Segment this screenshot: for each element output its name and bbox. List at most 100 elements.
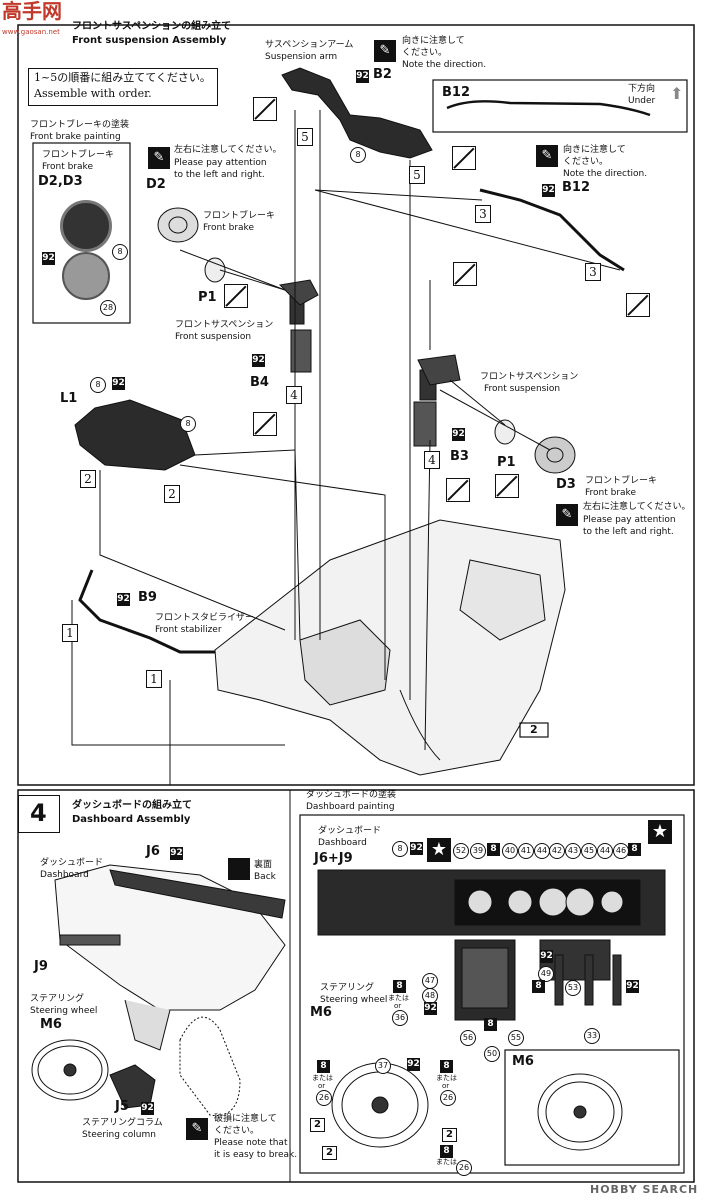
order-note-en: Assemble with order. [34,87,152,100]
brake-box-label-en: Front brake [42,162,93,172]
star-icon: ★ [427,838,451,862]
back-side-icon [228,858,250,880]
part-number: 53 [565,980,581,996]
brake-rotor-illustration [62,252,110,300]
lr-caution-en1: Please pay attention [174,158,267,168]
step-2: 2 [164,485,180,503]
step-4: 4 [286,386,302,404]
color-badge-92: 92 [170,847,183,860]
color-circle-8: 8 [392,841,408,857]
stabilizer-en: Front stabilizer [155,625,222,635]
part-number: 37 [375,1058,391,1074]
step-1: 1 [62,624,78,642]
part-number: 26 [440,1090,456,1106]
part-number: 56 [460,1030,476,1046]
section3-title-jp: フロントサスペンションの組み立て [72,21,232,32]
step-5: 5 [409,166,425,184]
color-badge-8: 8 [532,980,545,993]
no-cement-icon [452,146,476,170]
color-box-2: 2 [442,1128,457,1142]
step-2: 2 [80,470,96,488]
under-en: Under [628,96,656,106]
back-en: Back [254,872,276,882]
break-caution-jp1: 破損に注意して [214,1114,277,1124]
lr-caution-right-jp: 左右に注意してください。 [583,502,691,512]
or-jp: または [312,1074,333,1082]
steering-right-jp: ステアリング [320,983,375,993]
color-badge-92: 92 [542,184,555,197]
gauge-number: 52 [453,843,469,859]
no-cement-icon [253,412,277,436]
part-b12: B12 [562,180,590,195]
gauge-number: 39 [470,843,486,859]
color-circle-8: 8 [90,377,106,393]
brake-box-parts: D2,D3 [38,174,83,189]
break-caution-jp2: ください。 [214,1126,260,1136]
gauge-number: 44 [597,843,613,859]
front-brake-right-jp: フロントブレーキ [585,476,658,486]
no-cement-icon [626,293,650,317]
brake-disc-illustration [60,200,112,252]
color-circle-28: 28 [100,300,116,316]
part-d2: D2 [146,177,166,192]
part-number: 26 [316,1090,332,1106]
caution-icon: ✎ [374,40,396,62]
dir-caution-en-right: Note the direction. [563,169,648,179]
part-b12-detail: B12 [442,85,470,100]
color-badge-92: 92 [540,950,553,963]
star-icon: ★ [648,820,672,844]
gauge-number: 46 [613,843,629,859]
color-circle-8: 8 [112,244,128,260]
or-en: or [442,1082,450,1090]
brake-paint-jp: フロントブレーキの塗装 [30,120,130,130]
part-p1-right: P1 [497,455,516,470]
or-en: or [394,1002,402,1010]
front-susp-jp: フロントサスペンション [175,320,274,330]
caution-icon: ✎ [148,147,170,169]
section3-title-en: Front suspension Assembly [72,35,227,46]
part-number: 26 [456,1160,472,1176]
part-p1: P1 [198,290,217,305]
color-badge-92: 92 [112,377,125,390]
brake-paint-en: Front brake painting [30,132,121,142]
no-cement-icon [224,284,248,308]
front-susp-right-jp: フロントサスペンション [480,372,579,382]
section4-number: 4 [30,799,47,827]
part-m6-right: M6 [310,1005,332,1020]
front-susp-en: Front suspension [175,332,252,342]
lr-caution-jp: 左右に注意してください。 [174,145,282,155]
front-brake-right-en: Front brake [585,488,636,498]
part-number: 33 [584,1028,600,1044]
watermark-bottom: HOBBY SEARCH [590,1183,699,1196]
part-b9: B9 [138,590,157,605]
or-jp: または [388,994,409,1002]
color-badge-92: 92 [410,842,423,855]
no-cement-icon [446,478,470,502]
dir-caution-jp1: 向きに注意して [402,36,465,46]
gauge-number: 41 [518,843,534,859]
dashboard-en: Dashboard [40,870,89,880]
order-note-jp: 1~5の順番に組み立ててください。 [34,71,211,84]
dir-caution-jp2-right: ください。 [563,157,609,167]
part-m6: M6 [40,1017,62,1032]
part-b3: B3 [450,449,469,464]
color-badge-92: 92 [141,1102,154,1115]
part-j6: J6 [146,844,160,859]
dash-paint-en: Dashboard painting [306,802,395,812]
part-number: 36 [392,1010,408,1026]
section4-number-box: 4 [18,795,60,833]
steering-jp: ステアリング [30,994,85,1004]
color-badge-92: 92 [42,252,55,265]
dir-caution-jp1-right: 向きに注意して [563,145,626,155]
color-badge-92: 92 [626,980,639,993]
gauge-number: 8 [487,843,500,856]
dash-paint-jp: ダッシュボードの塗装 [306,790,397,800]
color-box-2: 2 [310,1118,325,1132]
step-3: 3 [475,205,491,223]
break-caution-en1: Please note that [214,1138,288,1148]
brake-box-label-jp: フロントブレーキ [42,150,115,160]
gauge-number: 45 [581,843,597,859]
steering-right-en: Steering wheel [320,995,388,1005]
part-d3: D3 [556,477,576,492]
